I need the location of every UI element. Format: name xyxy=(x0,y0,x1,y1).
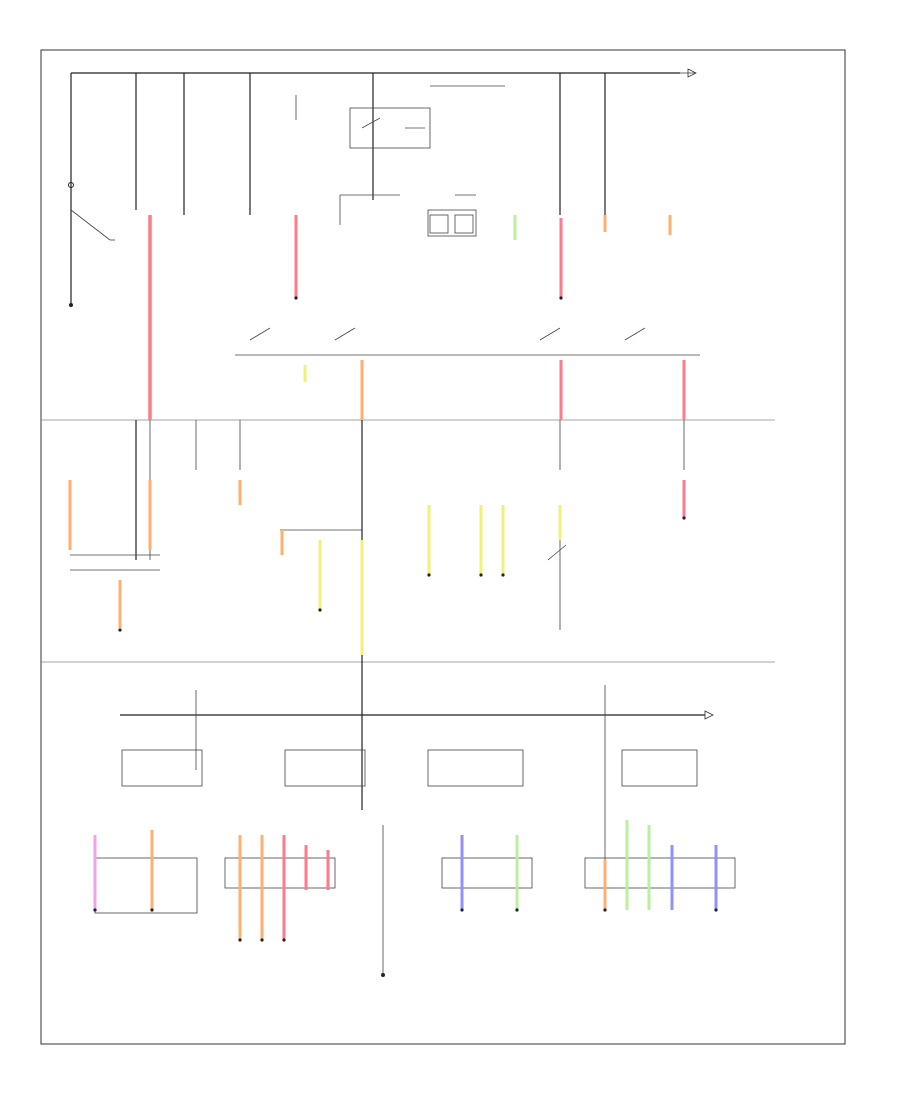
relay-box-1 xyxy=(121,749,203,787)
top-bus-arrow-head xyxy=(687,68,697,78)
relay-box-4 xyxy=(621,749,698,787)
bottom-section xyxy=(94,662,736,977)
battery-branch xyxy=(70,209,111,241)
top-section xyxy=(68,68,700,356)
middle-colored-wires xyxy=(68,480,686,655)
lower-box-4 xyxy=(584,857,736,889)
lower-box-2 xyxy=(224,857,336,889)
battery-terminal xyxy=(68,182,74,188)
diagram-frame xyxy=(40,49,846,1045)
lower-box-1 xyxy=(94,857,198,914)
bottom-ground-node xyxy=(381,973,385,977)
main-relay-box xyxy=(349,107,431,149)
control-module-cell-2 xyxy=(454,214,474,234)
lower-box-3 xyxy=(441,857,533,889)
middle-section xyxy=(70,420,685,662)
bottom-bus-arrow-head xyxy=(704,710,714,720)
control-module-cell-1 xyxy=(429,214,449,234)
relay-box-2 xyxy=(284,749,366,787)
bottom-colored-wires xyxy=(93,820,718,940)
switch-4 xyxy=(624,327,646,341)
switch-1 xyxy=(249,327,271,341)
main-relay-switch xyxy=(361,117,381,129)
terminal-dots xyxy=(69,296,718,942)
switch-3 xyxy=(539,327,561,341)
control-module-box xyxy=(427,209,477,237)
mid-ground-switch xyxy=(547,544,567,561)
relay-box-3 xyxy=(427,749,524,787)
switch-2 xyxy=(334,327,356,341)
top-colored-wires xyxy=(148,215,686,420)
